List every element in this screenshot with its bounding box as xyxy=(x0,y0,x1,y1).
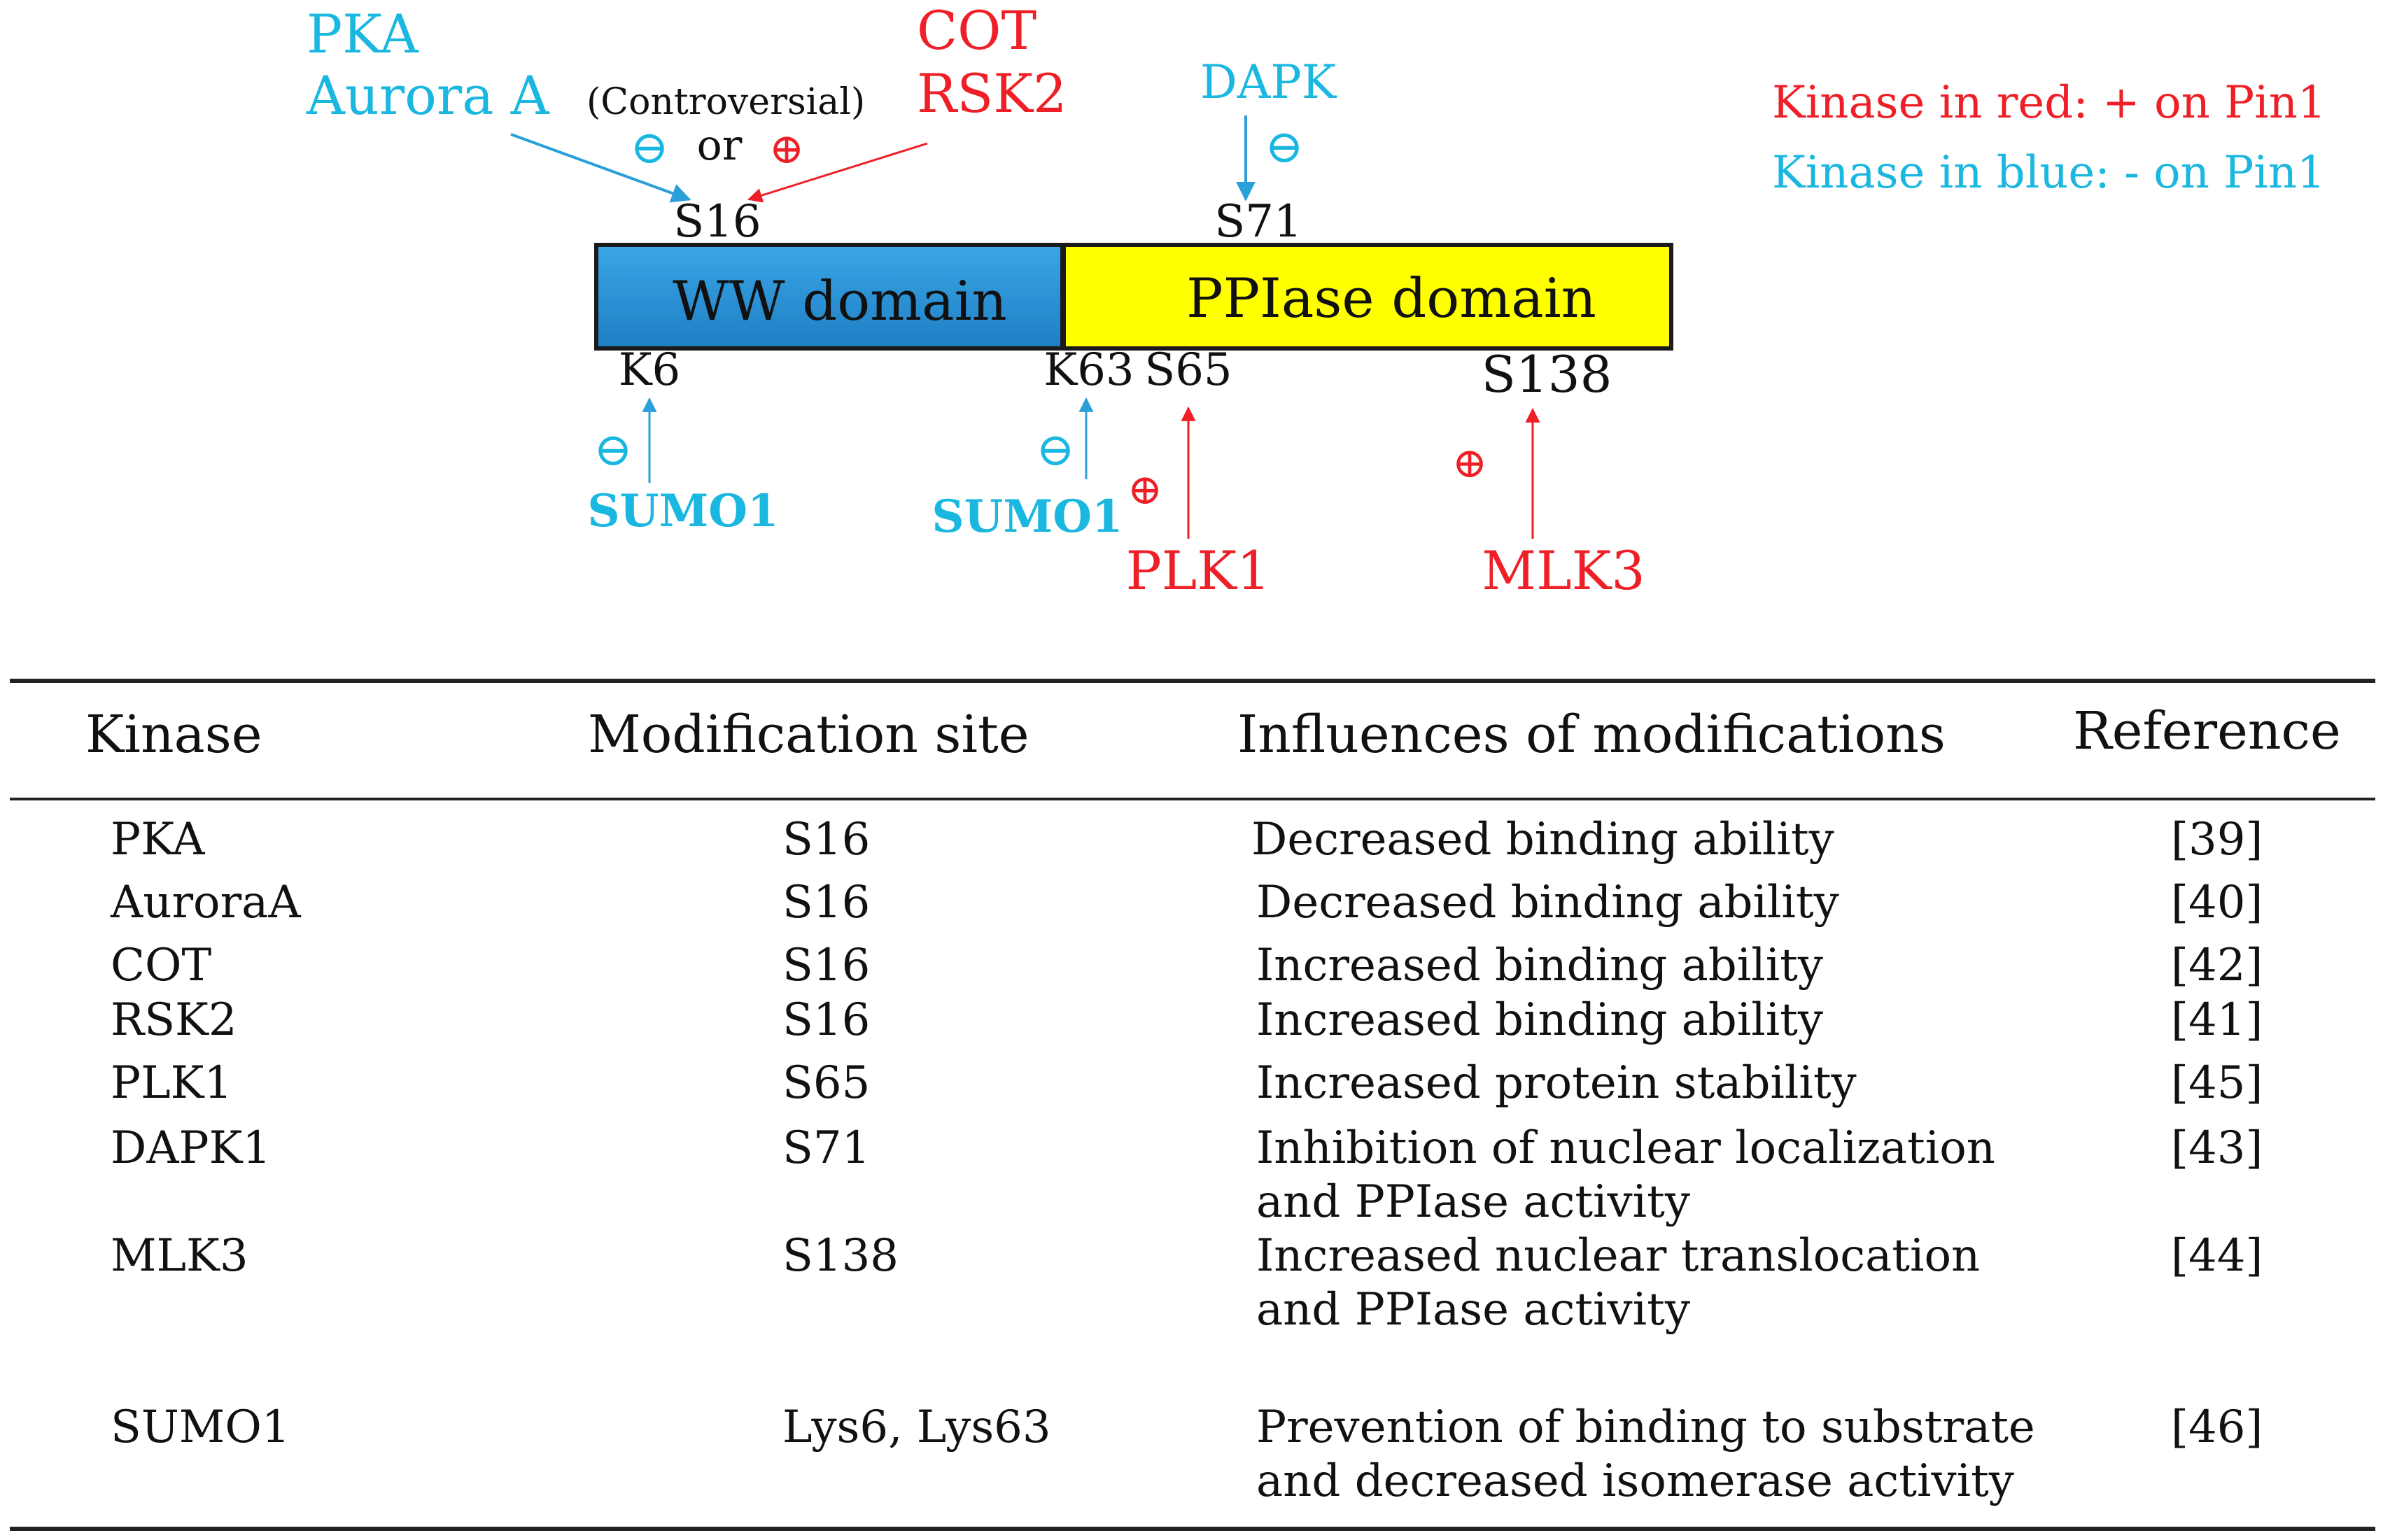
legend-red: Kinase in red: + on Pin1 xyxy=(1772,77,2326,129)
cell-influence: Increased binding ability xyxy=(1256,940,1824,991)
or-label: or xyxy=(697,121,743,170)
cell-kinase: SUMO1 xyxy=(111,1401,290,1453)
site-s65: S65 xyxy=(1144,344,1232,396)
ppiase-domain-box xyxy=(1062,243,1673,351)
cell-kinase: MLK3 xyxy=(111,1230,248,1282)
site-s71: S71 xyxy=(1214,196,1302,248)
table-header-rule xyxy=(10,798,2375,800)
ww-domain-label: WW domain xyxy=(673,270,1007,333)
kinase-sumo1-k63: SUMO1 xyxy=(932,490,1123,543)
cell-reference: [41] xyxy=(2171,994,2263,1046)
cell-influence: Decreased binding ability xyxy=(1256,877,1839,928)
arrow-aurora-to-s16 xyxy=(510,133,691,203)
cell-kinase: AuroraA xyxy=(111,877,301,928)
cell-reference: [39] xyxy=(2171,814,2263,866)
legend-blue: Kinase in blue: - on Pin1 xyxy=(1772,147,2326,199)
header-kinase: Kinase xyxy=(85,705,262,765)
minus-symbol-s16: ⊖ xyxy=(630,120,668,174)
cell-kinase: DAPK1 xyxy=(111,1122,272,1174)
cell-site: S71 xyxy=(782,1122,871,1174)
cell-site: S16 xyxy=(782,994,871,1046)
cell-reference: [45] xyxy=(2171,1057,2263,1109)
table-bottom-rule xyxy=(10,1527,2375,1531)
cell-reference: [40] xyxy=(2171,877,2263,928)
cell-site: S138 xyxy=(782,1230,899,1282)
cell-influence: Inhibition of nuclear localization xyxy=(1256,1122,1995,1174)
controversial-note: (Controversial) xyxy=(586,81,865,123)
kinase-mlk3: MLK3 xyxy=(1482,539,1645,602)
plus-symbol-s65: ⊕ xyxy=(1127,465,1162,514)
kinase-dapk: DAPK xyxy=(1200,55,1337,109)
cell-influence-line2: and PPIase activity xyxy=(1256,1284,1690,1336)
cell-influence: Increased nuclear translocation xyxy=(1256,1230,1981,1282)
minus-symbol-s71: ⊖ xyxy=(1265,120,1303,174)
cell-influence: Prevention of binding to substrate xyxy=(1256,1401,2035,1453)
site-k63: K63 xyxy=(1043,344,1134,396)
kinase-pka: PKA xyxy=(307,3,419,65)
site-s138: S138 xyxy=(1482,345,1612,404)
cell-site: S16 xyxy=(782,814,871,866)
cell-reference: [46] xyxy=(2171,1401,2263,1453)
cell-influence-line2: and PPIase activity xyxy=(1256,1176,1690,1228)
pin1-domain-diagram: WW domain PPIase domain S16 S71 K6 K63 S… xyxy=(306,0,2326,602)
header-modification-site: Modification site xyxy=(588,705,1029,765)
cell-influence-line2: and decreased isomerase activity xyxy=(1256,1455,2014,1507)
cell-site: Lys6, Lys63 xyxy=(782,1401,1051,1453)
site-k6: K6 xyxy=(619,344,681,396)
ww-domain-box xyxy=(594,243,1064,351)
cell-influence: Increased protein stability xyxy=(1256,1057,1857,1109)
cell-influence: Decreased binding ability xyxy=(1251,814,1834,866)
cell-site: S65 xyxy=(782,1057,871,1109)
table-top-rule xyxy=(10,679,2375,683)
header-reference: Reference xyxy=(2073,701,2341,761)
kinase-plk1: PLK1 xyxy=(1126,539,1271,602)
kinase-cot: COT xyxy=(917,0,1036,62)
cell-site: S16 xyxy=(782,877,871,928)
cell-kinase: RSK2 xyxy=(111,994,237,1046)
cell-reference: [44] xyxy=(2171,1230,2263,1282)
plus-symbol-s16: ⊕ xyxy=(769,125,804,174)
minus-symbol-k63: ⊖ xyxy=(1036,423,1074,476)
header-influences: Influences of modifications xyxy=(1237,705,1946,765)
cell-reference: [43] xyxy=(2171,1122,2263,1174)
cell-reference: [42] xyxy=(2171,940,2263,991)
cell-influence: Increased binding ability xyxy=(1256,994,1824,1046)
kinase-rsk2: RSK2 xyxy=(917,62,1067,125)
cell-kinase: COT xyxy=(111,940,212,991)
plus-symbol-s138: ⊕ xyxy=(1452,439,1487,488)
cell-kinase: PKA xyxy=(111,814,205,866)
kinase-aurora-a: Aurora A xyxy=(306,64,550,127)
cell-kinase: PLK1 xyxy=(111,1057,233,1109)
site-s16: S16 xyxy=(673,196,761,248)
kinase-sumo1-k6: SUMO1 xyxy=(587,485,778,537)
arrow-rsk2-to-s16 xyxy=(747,142,928,203)
ppiase-domain-label: PPIase domain xyxy=(1186,267,1596,330)
cell-site: S16 xyxy=(782,940,871,991)
minus-symbol-k6: ⊖ xyxy=(593,423,632,476)
